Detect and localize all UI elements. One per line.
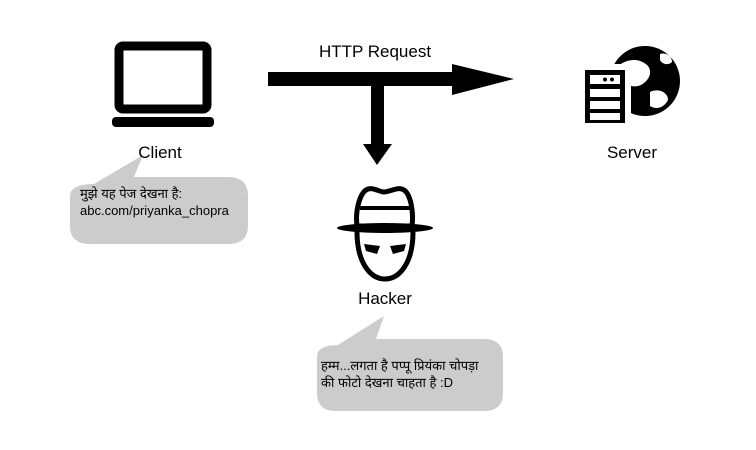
client-bubble-line1: मुझे यह पेज देखना है:	[80, 186, 182, 202]
interception-arrow	[363, 84, 392, 165]
hacker-bubble-line2: की फोटो देखना चाहता है :D	[321, 375, 453, 390]
client-label: Client	[138, 143, 182, 162]
arrow-label: HTTP Request	[319, 42, 431, 61]
hacker-label: Hacker	[358, 289, 412, 308]
hacker-bubble-line1: हम्म...लगता है पप्पू प्रियंका चोपड़ा	[321, 358, 479, 374]
hacker-speech-bubble	[317, 316, 503, 411]
laptop-icon	[112, 41, 214, 127]
server-globe-icon	[579, 46, 680, 129]
server-label: Server	[607, 143, 657, 162]
client-speech-bubble	[70, 155, 248, 244]
http-request-arrow	[268, 64, 514, 95]
spy-hat-icon	[337, 186, 433, 282]
client-bubble-line2: abc.com/priyanka_chopra	[80, 203, 230, 218]
